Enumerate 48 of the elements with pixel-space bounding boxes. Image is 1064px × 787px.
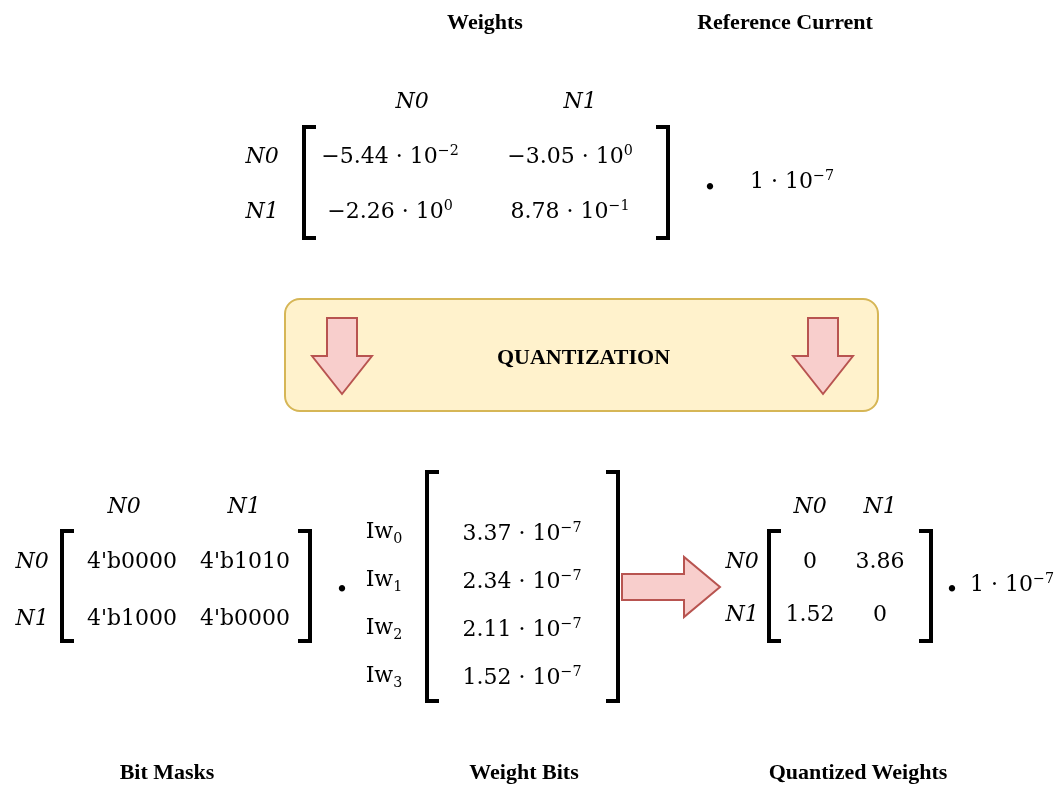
math-term: Iw$_{1}$: [365, 565, 403, 595]
matrix-entry: −2.26 · 10$^{0}$: [327, 196, 453, 224]
math-term: 1 · 10$^{−7}$: [969, 569, 1055, 597]
index-label: N1: [863, 492, 897, 518]
matrix-entry: −5.44 · 10$^{−2}$: [321, 141, 459, 169]
matrix-entry: 4'b0000: [86, 547, 178, 573]
section-title: Weight Bits: [469, 759, 579, 785]
math-term: 1 · 10$^{−7}$: [749, 166, 835, 194]
matrix-entry: 2.11 · 10$^{−7}$: [462, 614, 582, 642]
index-label: N1: [245, 197, 279, 223]
dot-operator: •: [945, 576, 959, 602]
section-title: Reference Current: [697, 9, 873, 35]
math-term: Iw$_{2}$: [365, 613, 403, 643]
matrix-entry: 2.34 · 10$^{−7}$: [462, 566, 582, 594]
bracket-matrix: [58, 529, 314, 645]
matrix-entry: 4'b1000: [86, 604, 178, 630]
matrix-entry: 4'b1010: [199, 547, 291, 573]
index-label: N0: [15, 547, 49, 573]
section-title: Weights: [447, 9, 523, 35]
index-label: N0: [245, 142, 279, 168]
math-term: Iw$_{0}$: [365, 517, 403, 547]
index-label: N0: [793, 492, 827, 518]
matrix-entry: 0: [873, 600, 887, 626]
matrix-entry: 3.37 · 10$^{−7}$: [462, 518, 582, 546]
dot-operator: •: [335, 576, 349, 602]
matrix-entry: −3.05 · 10$^{0}$: [507, 141, 633, 169]
index-label: N1: [15, 604, 49, 630]
math-term: Iw$_{3}$: [365, 661, 403, 691]
matrix-entry: 4'b0000: [199, 604, 291, 630]
matrix-entry: 8.78 · 10$^{−1}$: [510, 196, 630, 224]
block-arrow: [621, 554, 722, 620]
index-label: N1: [563, 87, 597, 113]
matrix-entry: 1.52 · 10$^{−7}$: [462, 662, 582, 690]
index-label: N0: [107, 492, 141, 518]
matrix-entry: 0: [803, 547, 817, 573]
process-box: [284, 298, 879, 412]
index-label: N0: [725, 547, 759, 573]
dot-operator: •: [703, 174, 717, 200]
section-title: Bit Masks: [119, 759, 215, 785]
bracket-matrix: [423, 470, 622, 705]
bracket-matrix: [300, 125, 672, 242]
index-label: N0: [395, 87, 429, 113]
index-label: N1: [725, 600, 759, 626]
index-label: N1: [227, 492, 261, 518]
matrix-entry: 3.86: [855, 547, 905, 573]
box-title: QUANTIZATION: [496, 344, 671, 370]
section-title: Quantized Weights: [768, 759, 948, 785]
matrix-entry: 1.52: [785, 600, 835, 626]
